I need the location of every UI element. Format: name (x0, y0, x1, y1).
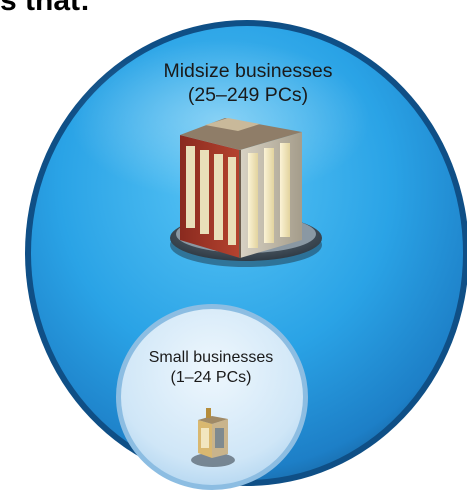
midsize-label-range: (25–249 PCs) (187, 83, 309, 106)
midsize-label: Midsize businesses (25–249 PCs) (118, 60, 378, 108)
small-label-range: (1–24 PCs) (170, 368, 252, 386)
small-office-building-icon (191, 408, 235, 467)
office-building-icon (170, 118, 322, 267)
small-label: Small businesses (1–24 PCs) (126, 348, 296, 387)
small-business-circle (116, 304, 308, 490)
small-label-title: Small businesses (148, 349, 274, 366)
midsize-label-title: Midsize businesses (163, 60, 333, 82)
slide-title-fragment: s that: (0, 0, 90, 17)
